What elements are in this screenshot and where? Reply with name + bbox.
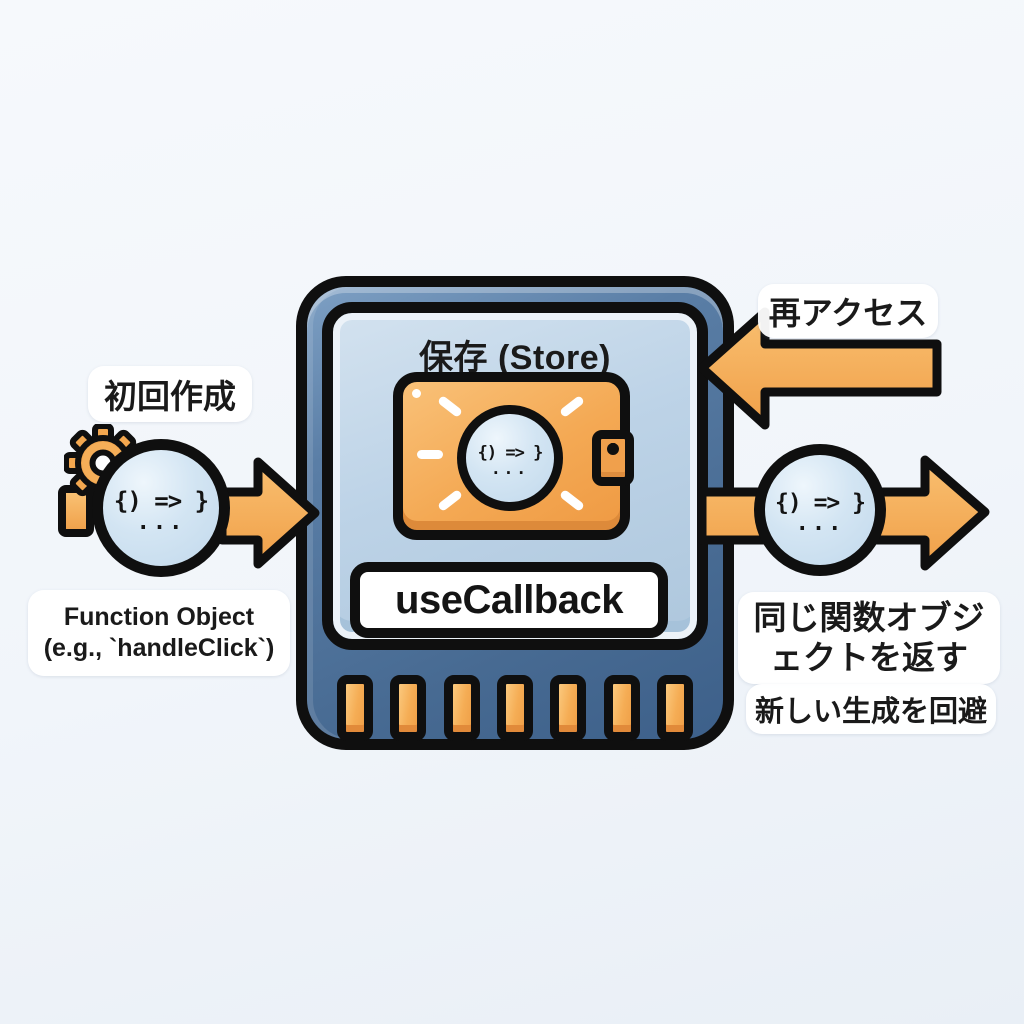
chip-inner-panel: 保存 (Store) {) => } ... — [322, 302, 708, 650]
input-function-circle: {) => } ... — [92, 439, 230, 577]
function-glyph-icon: {) => } ... — [103, 450, 219, 566]
chip-pin — [550, 675, 587, 741]
usecallback-label: useCallback — [395, 577, 623, 622]
function-signature: {) => } — [477, 442, 544, 463]
wallet-icon: {) => } ... — [393, 372, 634, 540]
caption-line: Function Object — [63, 602, 255, 631]
sparkle-icon — [417, 450, 443, 459]
function-object-caption: Function Object (e.g., `handleClick`) — [28, 590, 290, 676]
store-label: 保存 (Store) — [419, 339, 611, 377]
chip-pin — [656, 675, 693, 741]
sparkle-icon — [558, 394, 586, 419]
caption-line: (e.g., `handleClick`) — [43, 634, 275, 662]
stored-function-circle: {) => } ... — [457, 405, 563, 511]
usecallback-label-box: useCallback — [350, 562, 668, 638]
wallet-clasp — [592, 430, 634, 486]
reaccess-label: 再アクセス — [758, 284, 938, 338]
sparkle-icon — [558, 488, 586, 513]
output-function-circle: {) => } ... — [754, 444, 886, 576]
reaccess-arrow-icon — [697, 307, 942, 430]
caption-line: ェクトを返す — [770, 639, 968, 676]
chip-pin — [496, 675, 533, 741]
chip-pins — [337, 675, 693, 741]
chip-pin — [603, 675, 640, 741]
caption-line: 同じ関数オブジ — [753, 599, 985, 637]
avoid-recreation-note: 新しい生成を回避 — [746, 684, 996, 734]
return-same-object-caption: 同じ関数オブジ ェクトを返す — [738, 592, 1000, 684]
chip-pin — [390, 675, 427, 741]
sparkle-icon — [436, 394, 464, 419]
chip-pin — [443, 675, 480, 741]
function-dots: ... — [491, 458, 529, 478]
keyhole-icon — [607, 443, 619, 455]
function-glyph-icon: {) => } ... — [466, 414, 554, 502]
usecallback-chip: 保存 (Store) {) => } ... — [296, 276, 734, 750]
function-dots: ... — [795, 510, 845, 536]
function-glyph-icon: {) => } ... — [765, 455, 875, 565]
sparkle-dot-icon — [412, 389, 421, 398]
first-creation-label: 初回作成 — [88, 366, 252, 422]
function-signature: {) => } — [775, 489, 866, 516]
function-dots: ... — [136, 509, 186, 535]
sparkle-icon — [436, 488, 464, 513]
chip-pin — [337, 675, 373, 741]
function-signature: {) => } — [113, 486, 209, 515]
input-arrow-icon — [217, 457, 320, 569]
